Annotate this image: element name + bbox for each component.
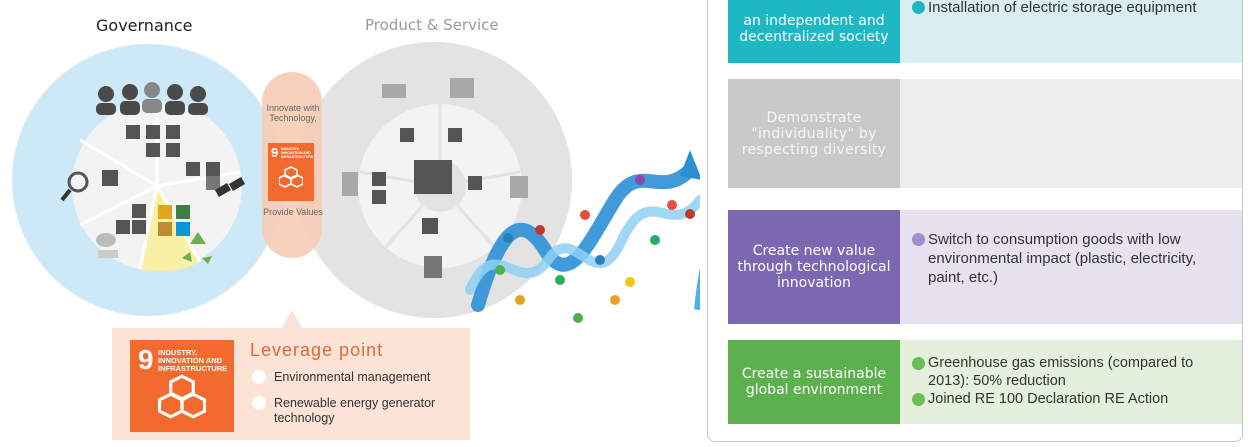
goal-row-values: Switch to consumption goods with low env… [900, 210, 1242, 324]
recycle-icon [182, 232, 212, 264]
leverage-pointer [282, 310, 302, 328]
goal-item: Greenhouse gas emissions (compared to 20… [912, 354, 1230, 390]
goal-row: Demonstrate "individuality" by respectin… [728, 79, 1242, 188]
cubes-icon [157, 374, 207, 419]
cubes-icon [279, 166, 303, 188]
handshake-icon [214, 177, 246, 197]
sdg9-label: INDUSTRY, INNOVATION AND INFRASTRUCTURE [281, 147, 314, 159]
building-icons [342, 78, 528, 278]
goal-row-values: Installation of electric storage equipme… [900, 0, 1242, 63]
center-bubble-top-text: Innovate with Technology, [266, 103, 320, 123]
leverage-title: Leverage point [250, 340, 384, 360]
infinity-diagram [12, 42, 700, 328]
goal-row-label: Create a sustainable global environment [728, 340, 900, 424]
sdg9-label: INDUSTRY, INNOVATION AND INFRASTRUCTURE [158, 348, 228, 373]
goal-row-label: an independent and decentralized society [728, 0, 900, 63]
product-service-heading: Product & Service [365, 16, 499, 34]
leverage-item: Environmental management [252, 370, 474, 385]
leverage-item-text: Environmental management [274, 370, 431, 384]
goal-item: Installation of electric storage equipme… [912, 0, 1230, 17]
dna-helix [465, 150, 700, 323]
governance-heading: Governance [96, 16, 193, 35]
people-icon-group [96, 82, 208, 115]
sdg9-number: 9 [271, 145, 279, 160]
leverage-item-text: Renewable energy generator technology [274, 396, 436, 425]
goal-item: Joined RE 100 Declaration RE Action [912, 390, 1230, 408]
bullet-dot [252, 396, 266, 410]
goal-row: Create new value through technological i… [728, 210, 1242, 324]
sdg9-center-tile: 9 INDUSTRY, INNOVATION AND INFRASTRUCTUR… [268, 143, 314, 201]
goal-row: an independent and decentralized society… [728, 0, 1242, 63]
sdg9-number: 9 [138, 344, 154, 375]
goal-row-label: Create new value through technological i… [728, 210, 900, 324]
governance-sdg-tiles [102, 125, 220, 236]
goal-row-values [900, 79, 1242, 188]
goal-row: Create a sustainable global environment … [728, 340, 1242, 424]
magnifier-icon [60, 171, 89, 202]
speech-bubble-icon [96, 233, 118, 258]
arrow-up-icon [680, 150, 700, 180]
goals-panel [707, 0, 1243, 442]
leverage-item: Renewable energy generator technology [252, 396, 474, 426]
product-pie [358, 104, 522, 268]
goal-row-label: Demonstrate "individuality" by respectin… [728, 79, 900, 188]
sdg9-leverage-tile: 9 INDUSTRY, INNOVATION AND INFRASTRUCTUR… [130, 340, 234, 432]
bullet-dot [252, 370, 266, 384]
center-bubble-bottom-text: Provide Values [263, 207, 323, 217]
goal-row-values: Greenhouse gas emissions (compared to 20… [900, 340, 1242, 424]
leverage-point-box: 9 INDUSTRY, INNOVATION AND INFRASTRUCTUR… [112, 328, 470, 440]
goal-item: Switch to consumption goods with low env… [912, 230, 1230, 287]
